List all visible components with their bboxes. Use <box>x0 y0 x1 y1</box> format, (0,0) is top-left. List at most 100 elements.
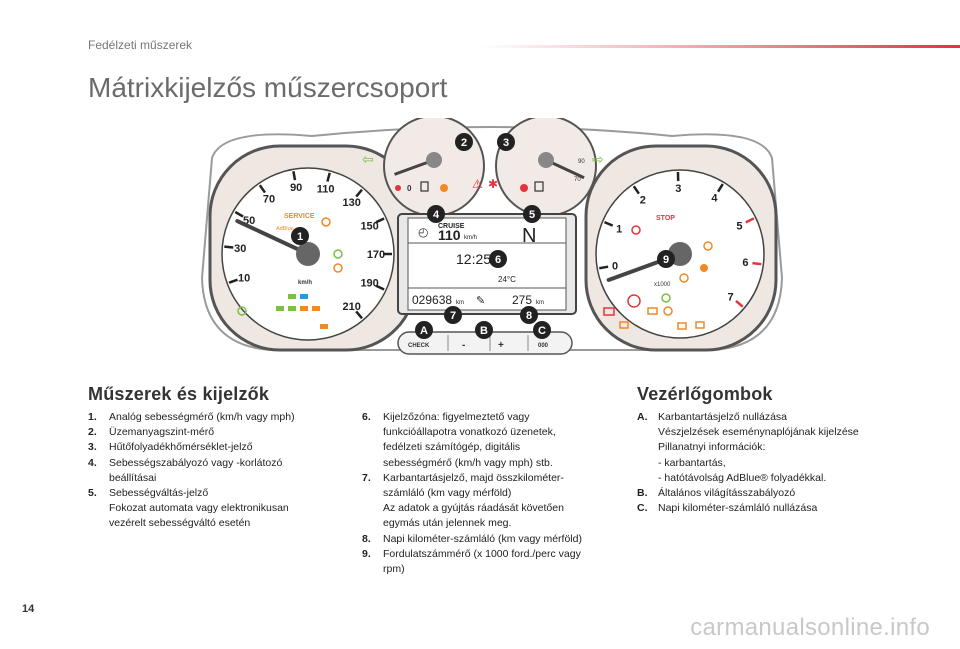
clock: 12:25 <box>456 251 491 267</box>
temperature-icon <box>534 181 544 192</box>
item-number: 1. <box>88 411 97 423</box>
light-indicator-4 <box>288 306 296 311</box>
item-line: Fordulatszámmérő (x 1000 ford./perc vagy <box>383 547 581 560</box>
seatbelt-indicator-icon <box>333 249 343 259</box>
speedometer-unit: km/h <box>298 280 312 286</box>
gauge-tick-label: 2 <box>640 194 646 206</box>
trip-reset-button: 000 <box>538 343 549 349</box>
svg-text:1: 1 <box>297 231 303 243</box>
item-line: Analóg sebességmérő (km/h vagy mph) <box>109 411 295 423</box>
callout-5: 5 <box>523 205 541 223</box>
instruments-heading: Műszerek és kijelzők <box>88 384 270 404</box>
item-number: A. <box>637 411 648 423</box>
gauge-tick-label: 70 <box>263 193 275 205</box>
item-line: - karbantartás, <box>658 456 726 469</box>
temp-gauge-70: 70 <box>574 177 581 183</box>
right-turn-signal-icon: ⇨ <box>592 151 604 167</box>
svg-text:3: 3 <box>503 137 509 149</box>
gauge-tick-label: 6 <box>742 257 748 269</box>
service-label: SERVICE <box>284 213 315 220</box>
item-number: 8. <box>362 532 371 545</box>
light-indicator-2 <box>300 294 308 299</box>
preheating-icon <box>619 321 629 329</box>
dimmer-minus-button: - <box>462 340 465 351</box>
item-text: Fordulatszámmérő (x 1000 ford./perc vagy… <box>383 547 624 577</box>
item-number: C. <box>637 502 648 515</box>
brake-warning-icon <box>627 294 641 308</box>
trip-meter: 275 <box>512 293 532 307</box>
item-number: 9. <box>362 547 371 560</box>
svg-text:9: 9 <box>663 254 669 266</box>
item-line: Napi kilométer-számláló (km vagy mérföld… <box>383 532 582 545</box>
item-text: Üzemanyagszint-mérő <box>109 425 338 440</box>
gauge-tick <box>234 210 244 218</box>
header-rule <box>480 45 960 48</box>
gauge-tick <box>632 185 640 195</box>
tyre-pressure-icon <box>321 217 331 227</box>
callout-3: 3 <box>497 133 515 151</box>
gauge-tick <box>716 183 724 193</box>
gauge-tick <box>603 220 614 227</box>
light-indicator-1 <box>288 294 296 299</box>
fuel-gauge-zero: 0 <box>407 184 412 193</box>
gauge-tick <box>355 188 363 198</box>
item-line: Általános világításszabályozó <box>658 487 796 500</box>
engine-warning-icon <box>647 307 658 315</box>
list-item: 8. Napi kilométer-számláló (km vagy mérfö… <box>362 532 624 547</box>
item-line: beállításai <box>109 471 157 484</box>
gauge-tick-label: 10 <box>238 272 250 284</box>
watermark: carmanualsonline.info <box>690 614 930 641</box>
glow-plug-icon <box>237 306 247 316</box>
controls-heading: Vezérlőgombok <box>637 384 773 404</box>
page-title: Mátrixkijelzős műszercsoport <box>88 72 448 103</box>
item-line: Hűtőfolyadékhőmérséklet-jelző <box>109 441 253 454</box>
trip-unit: km <box>536 300 544 306</box>
gauge-tick <box>326 172 331 182</box>
fuel-warning-lamp <box>395 185 401 191</box>
callout-b: B <box>475 321 493 339</box>
svg-text:B: B <box>480 325 488 337</box>
outside-temperature: 24°C <box>498 275 516 284</box>
gauge-tick-label: 110 <box>317 183 335 195</box>
callout-8: 8 <box>520 306 538 324</box>
gauge-tick <box>375 217 385 224</box>
item-text: Analóg sebességmérő (km/h vagy mph) <box>109 410 338 425</box>
gauge-tick <box>375 284 385 291</box>
item-line: rpm) <box>383 563 405 576</box>
gauge-tick-label: 3 <box>675 183 681 195</box>
item-text: Karbantartásjelző, majd összkilométer-sz… <box>383 471 624 532</box>
callout-a: A <box>415 321 433 339</box>
item-line: Üzemanyagszint-mérő <box>109 426 215 439</box>
item-line: Napi kilométer-számláló nullázása <box>658 502 818 515</box>
gauge-tick-label: 7 <box>727 291 733 303</box>
speedometer-needle <box>235 219 310 256</box>
gauge-tick-label: 0 <box>612 260 618 272</box>
callout-2: 2 <box>455 133 473 151</box>
center-display-screen <box>407 217 567 311</box>
gauge-tick-label: 1 <box>616 223 622 235</box>
fuel-warning-lamp-2 <box>440 184 448 192</box>
light-indicator-7 <box>320 324 328 329</box>
item-line: Vészjelzések eseménynaplójának kijelzése <box>658 426 859 439</box>
battery-icon <box>603 307 615 316</box>
gauge-tick <box>224 245 234 249</box>
callout-4: 4 <box>427 205 445 223</box>
gauge-tick <box>292 171 297 181</box>
light-indicator-5 <box>300 306 308 311</box>
gauge-tick-label: 90 <box>290 182 302 194</box>
fog-light-icon <box>333 263 343 273</box>
abs-icon <box>663 306 673 316</box>
list-item: B.Általános világításszabályozó <box>637 486 907 501</box>
callout-9: 9 <box>657 250 675 268</box>
item-line: vezérelt sebességváltó esetén <box>109 517 251 530</box>
svg-text:2: 2 <box>461 137 467 149</box>
temperature-warning-lamp <box>520 184 528 192</box>
item-line: sebességmérő (km/h vagy mph) stb. <box>383 456 553 469</box>
